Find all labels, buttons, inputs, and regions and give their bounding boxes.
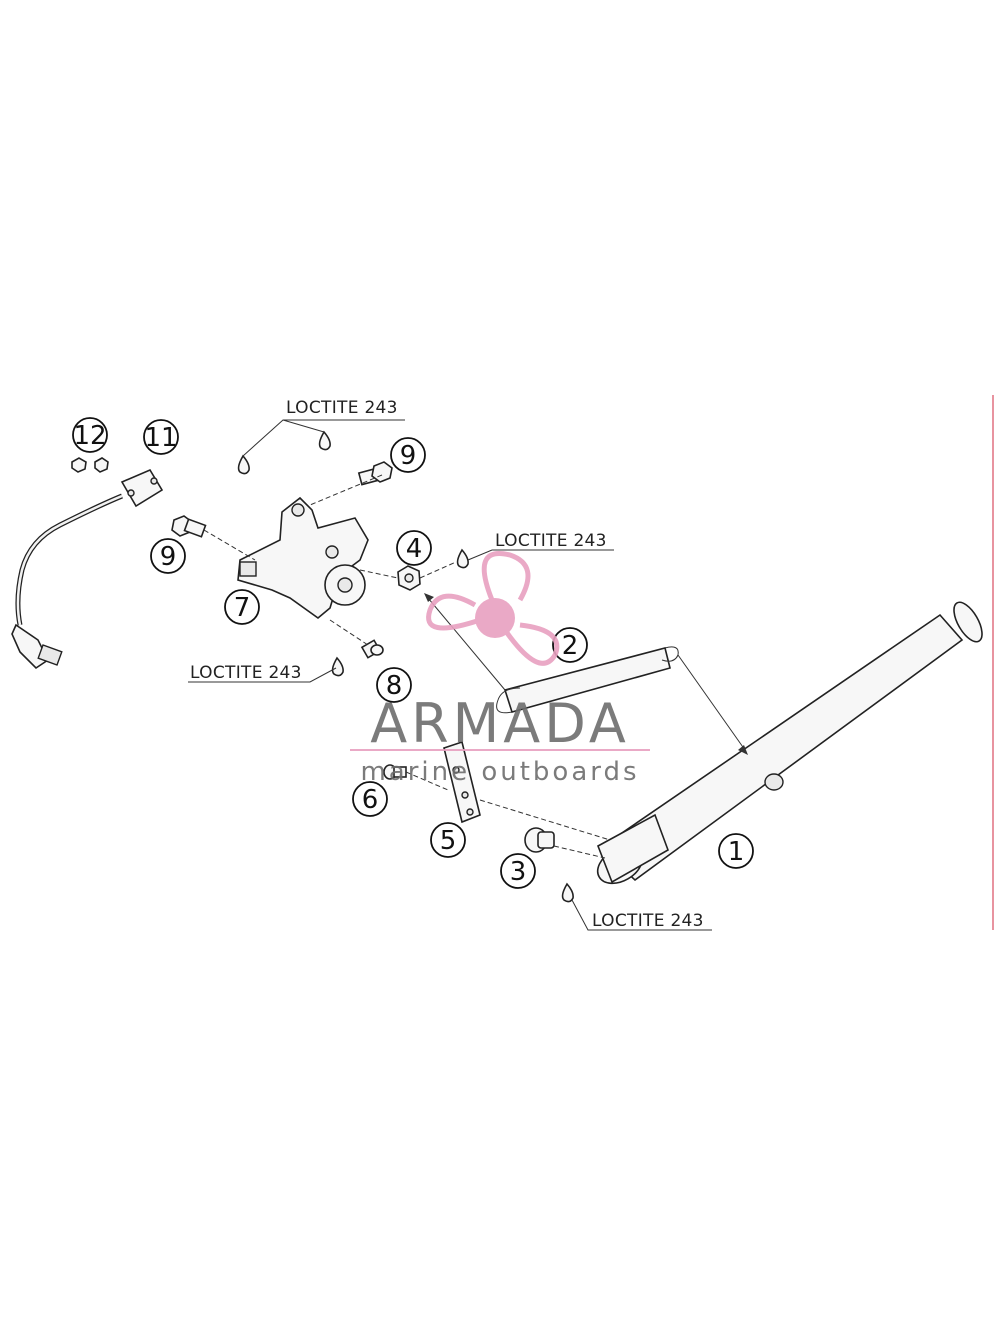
callout-9-upper: 9 — [390, 437, 426, 473]
armada-watermark: ARMADA marine outboards — [350, 551, 650, 787]
part-4-nut — [397, 565, 421, 591]
loctite-label-right: LOCTITE 243 — [495, 531, 607, 551]
part-1-side-stand — [596, 601, 983, 885]
svg-text:6: 6 — [362, 785, 379, 815]
part-7-mounting-bracket — [237, 496, 369, 620]
propeller-hub-icon — [475, 598, 515, 638]
svg-text:2: 2 — [562, 631, 579, 661]
part-3-bolt — [524, 827, 555, 853]
svg-text:4: 4 — [406, 534, 423, 564]
assembly-lines — [203, 474, 748, 859]
svg-text:8: 8 — [386, 671, 403, 701]
svg-text:9: 9 — [160, 542, 177, 572]
part-12-screws — [71, 457, 109, 473]
part-9-bolt-upper — [357, 461, 393, 486]
part-5-bracket — [443, 740, 481, 824]
svg-text:5: 5 — [440, 826, 457, 856]
loctite-drops — [237, 430, 574, 903]
callout-5: 5 — [430, 822, 466, 858]
svg-text:12: 12 — [73, 421, 106, 451]
svg-text:1: 1 — [728, 837, 745, 867]
part-11-switch — [120, 468, 164, 508]
switch-cable — [11, 493, 123, 670]
loctite-labels: LOCTITE 243 LOCTITE 243 LOCTITE 243 LOCT… — [190, 398, 704, 931]
callout-6: 6 — [352, 781, 388, 817]
part-9-bolt-lower — [171, 515, 207, 538]
callout-1: 1 — [718, 833, 754, 869]
svg-text:3: 3 — [510, 857, 527, 887]
callout-8: 8 — [376, 667, 412, 703]
svg-text:7: 7 — [234, 593, 251, 623]
brand-name: ARMADA — [370, 692, 630, 755]
loctite-leaders — [188, 419, 712, 931]
brand-tagline: marine outboards — [360, 757, 639, 787]
callout-4: 4 — [396, 530, 432, 566]
callout-9-lower: 9 — [150, 538, 186, 574]
loctite-label-left: LOCTITE 243 — [190, 663, 302, 683]
callout-2: 2 — [552, 627, 588, 663]
callout-7: 7 — [224, 589, 260, 625]
svg-text:9: 9 — [400, 441, 417, 471]
part-8-bolt — [360, 639, 384, 659]
callout-3: 3 — [500, 853, 536, 889]
propeller-icon — [426, 551, 560, 666]
callout-numbers: 1 2 3 4 5 6 7 8 — [72, 417, 754, 889]
part-6-screw — [383, 764, 407, 780]
svg-text:11: 11 — [144, 423, 177, 453]
callout-11: 11 — [143, 419, 179, 455]
callout-12: 12 — [72, 417, 108, 453]
loctite-label-bottom: LOCTITE 243 — [592, 911, 704, 931]
loctite-label-top: LOCTITE 243 — [286, 398, 398, 418]
